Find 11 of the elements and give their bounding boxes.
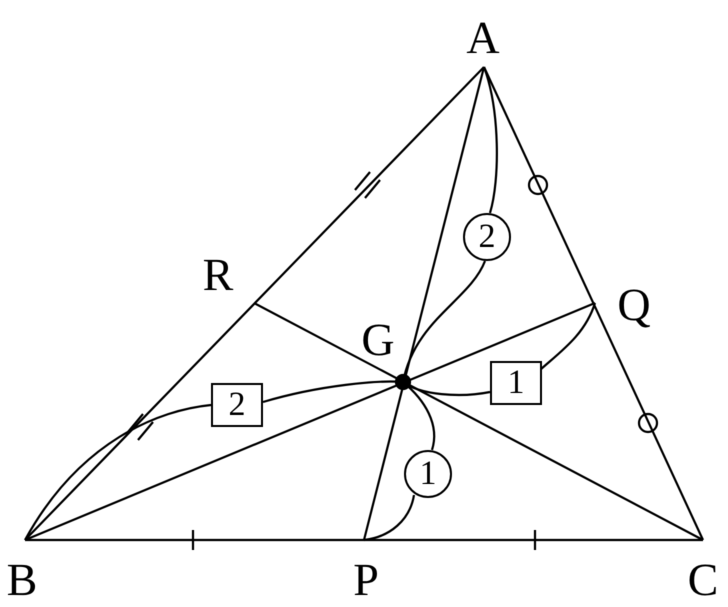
- circled-ratio-number: 2: [463, 213, 511, 261]
- point-label: R: [202, 252, 234, 298]
- point-label: B: [6, 557, 38, 603]
- point-label: A: [466, 15, 500, 61]
- point-label: Q: [617, 282, 651, 328]
- point-label: C: [688, 557, 718, 603]
- boxed-ratio-number: 1: [490, 361, 542, 405]
- boxed-ratio-number: 2: [211, 383, 263, 427]
- point-label: P: [353, 557, 379, 603]
- point-label: G: [361, 317, 395, 363]
- circled-ratio-number: 1: [404, 450, 452, 498]
